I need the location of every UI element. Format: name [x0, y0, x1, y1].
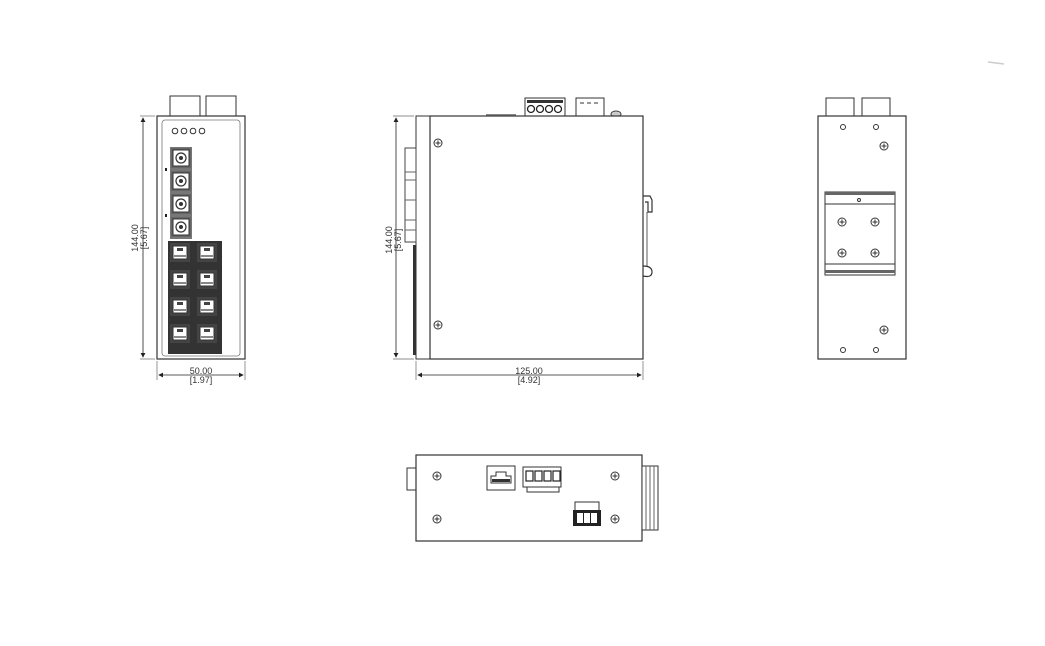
- ethernet-ports-icon: [168, 241, 222, 354]
- power-terminal-icon: [573, 501, 601, 526]
- side-view: 144.00 [5.67] 125.00 [4.92]: [384, 97, 653, 385]
- terminal-block-icon: [524, 97, 566, 117]
- din-clip-icon: [642, 195, 653, 278]
- side-height-in: [5.67]: [393, 229, 403, 252]
- front-width-mm: 50.00: [190, 366, 213, 376]
- din-rail-bracket-icon: [824, 191, 896, 276]
- side-height-mm: 144.00: [384, 226, 394, 254]
- bottom-view: [406, 454, 659, 542]
- rear-view: [817, 97, 907, 360]
- front-height-in: [5.67]: [139, 227, 149, 250]
- fiber-ports-icon: [165, 147, 192, 239]
- depth-mm: 125.00: [515, 366, 543, 376]
- depth-in: [4.92]: [518, 375, 541, 385]
- led-indicators-icon: [171, 127, 206, 135]
- terminal-block-4pin-icon: [522, 466, 562, 493]
- faint-mark: [987, 61, 1005, 65]
- front-view: 144.00 [5.67] 50.00 [1.97]: [130, 95, 246, 385]
- front-height-mm: 144.00: [130, 224, 140, 252]
- console-port-icon: [486, 465, 516, 491]
- front-width-in: [1.97]: [190, 375, 213, 385]
